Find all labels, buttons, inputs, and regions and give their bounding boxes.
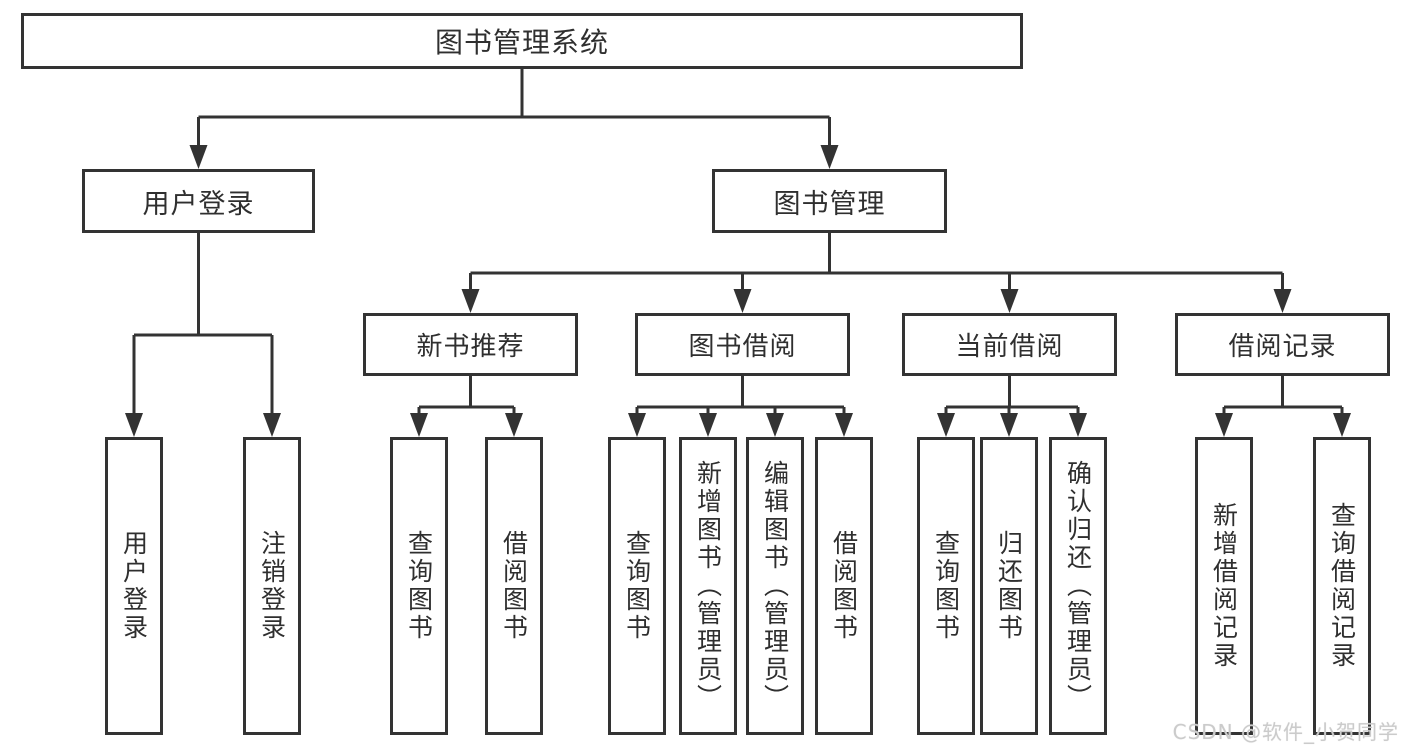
- node-label: 借阅图书: [499, 530, 529, 642]
- node-leaf-add-books-admin: 新增图书（管理员）: [679, 437, 737, 735]
- node-label: 图书借阅: [688, 332, 797, 362]
- node-leaf-borrow-books-borrowing: 借阅图书: [815, 437, 873, 735]
- node-leaf-user-login: 用户登录: [105, 437, 163, 735]
- node-label: 图书管理: [773, 188, 886, 220]
- node-leaf-query-books-recommend: 查询图书: [390, 437, 448, 735]
- node-label: 用户登录: [142, 188, 255, 220]
- node-label: 归还图书: [994, 530, 1024, 642]
- node-label: 借阅图书: [829, 530, 859, 642]
- node-leaf-logout-login: 注销登录: [243, 437, 301, 735]
- node-label: 查询借阅记录: [1327, 502, 1357, 670]
- node-book-borrowing: 图书借阅: [635, 313, 850, 376]
- node-user-login: 用户登录: [82, 169, 315, 233]
- node-label: 查询图书: [931, 530, 961, 642]
- node-current-borrowing: 当前借阅: [902, 313, 1117, 376]
- node-label: 新增借阅记录: [1209, 502, 1239, 670]
- node-leaf-borrow-books-recommend: 借阅图书: [485, 437, 543, 735]
- node-leaf-add-borrow-record: 新增借阅记录: [1195, 437, 1253, 735]
- node-book-management: 图书管理: [712, 169, 947, 233]
- node-label: 用户登录: [119, 530, 149, 642]
- node-label: 当前借阅: [955, 332, 1064, 362]
- node-label: 新书推荐: [416, 332, 525, 362]
- node-label: 确认归还（管理员）: [1063, 460, 1093, 712]
- node-label: 查询图书: [404, 530, 434, 642]
- node-leaf-query-books-borrowing: 查询图书: [608, 437, 666, 735]
- node-leaf-query-books-current: 查询图书: [917, 437, 975, 735]
- node-leaf-query-borrow-record: 查询借阅记录: [1313, 437, 1371, 735]
- node-leaf-return-books: 归还图书: [980, 437, 1038, 735]
- node-label: 编辑图书（管理员）: [760, 460, 790, 712]
- node-borrow-records: 借阅记录: [1175, 313, 1390, 376]
- node-leaf-confirm-return-admin: 确认归还（管理员）: [1049, 437, 1107, 735]
- node-label: 借阅记录: [1228, 332, 1337, 362]
- node-label: 图书管理系统: [434, 26, 609, 59]
- csdn-watermark: CSDN @软件_小贺同学: [1172, 720, 1399, 744]
- node-label: 注销登录: [257, 530, 287, 642]
- node-system-root: 图书管理系统: [21, 13, 1023, 69]
- node-label: 查询图书: [622, 530, 652, 642]
- node-label: 新增图书（管理员）: [693, 460, 723, 712]
- node-new-book-recommend: 新书推荐: [363, 313, 578, 376]
- node-leaf-edit-books-admin: 编辑图书（管理员）: [746, 437, 804, 735]
